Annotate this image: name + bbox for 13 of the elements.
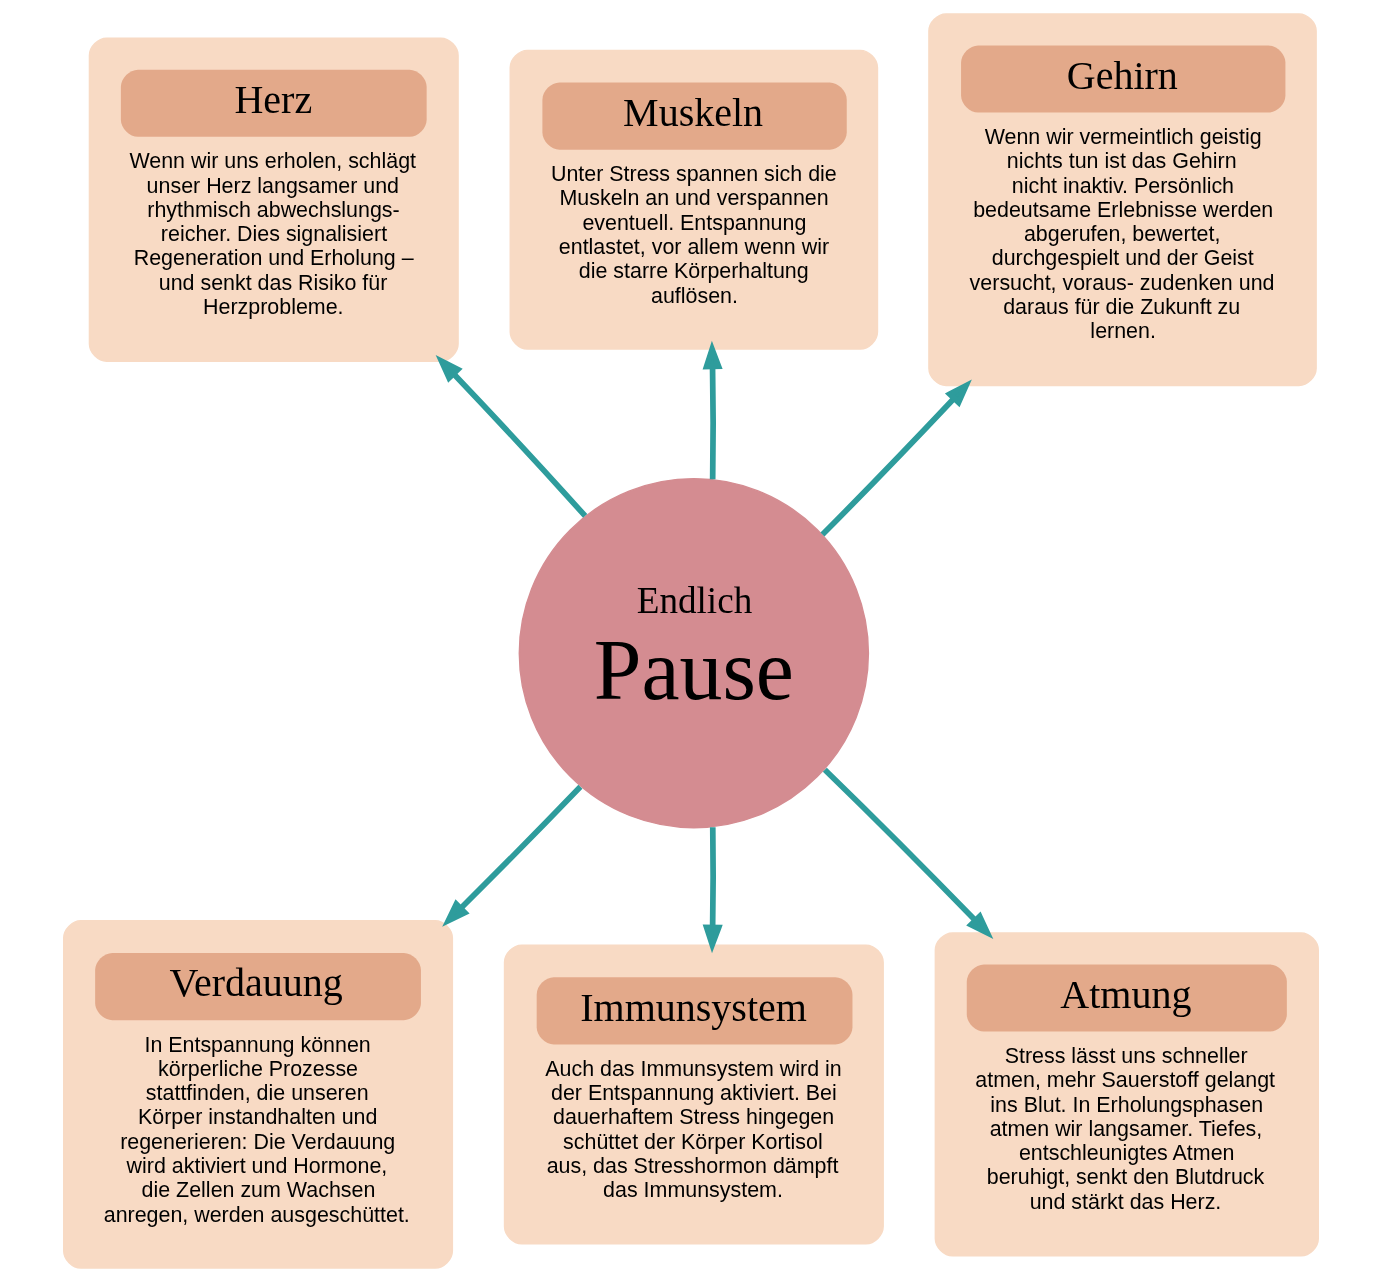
arrow — [820, 379, 972, 537]
arrow — [702, 340, 723, 480]
arrow — [822, 767, 994, 940]
node-box: Herz Wenn wir uns erholen, schlägt unser Herz langsamer und rhythmisch abwechslungs- reicher. Dies signalisiert Regeneration und Erholung – und senkt das Risiko für Herzprobleme. — [88, 37, 459, 362]
node-box: Gehirn Wenn wir vermeintlich geistig nichts tun ist das Gehirn nicht inaktiv. Persönlich bedeutsame Erlebnisse werden abgerufen, bewertet, durchgespielt und der Geist versucht, voraus- zudenken und daraus für die Zukunft zu lernen. — [928, 13, 1317, 387]
arrow — [442, 784, 583, 927]
node-box: Atmung Stress lässt uns schneller atmen, mehr Sauerstoff gelangt ins Blut. In Erholungsphasen atmen wir langsamer. Tiefes, entschleunigtes Atmen beruhigt, senkt den Blutdruck und stärkt das Herz. — [934, 932, 1319, 1257]
node-box: Muskeln Unter Stress spannen sich die Muskeln an und verspannen eventuell. Entspannung entlastet, vor allem wenn wir die starre Körperhaltung auflösen. — [509, 49, 879, 350]
node-box: Immunsystem Auch das Immunsystem wird in der Entspannung aktiviert. Bei dauerhaftem Stress hingegen schüttet der Körper Kortisol aus, das Stresshormon dämpft das Immunsystem. — [503, 944, 884, 1245]
node-box: Verdauung In Entspannung können körperliche Prozesse stattfinden, die unseren Körper instandhalten und regenerieren: Die Verdauung wird aktiviert und Hormone, die Zellen zum Wachsen anregen, werden ausgeschüttet. — [63, 920, 454, 1269]
arrow — [435, 355, 588, 518]
arrow — [702, 827, 723, 954]
node-circle: Endlich Pause — [518, 477, 870, 829]
